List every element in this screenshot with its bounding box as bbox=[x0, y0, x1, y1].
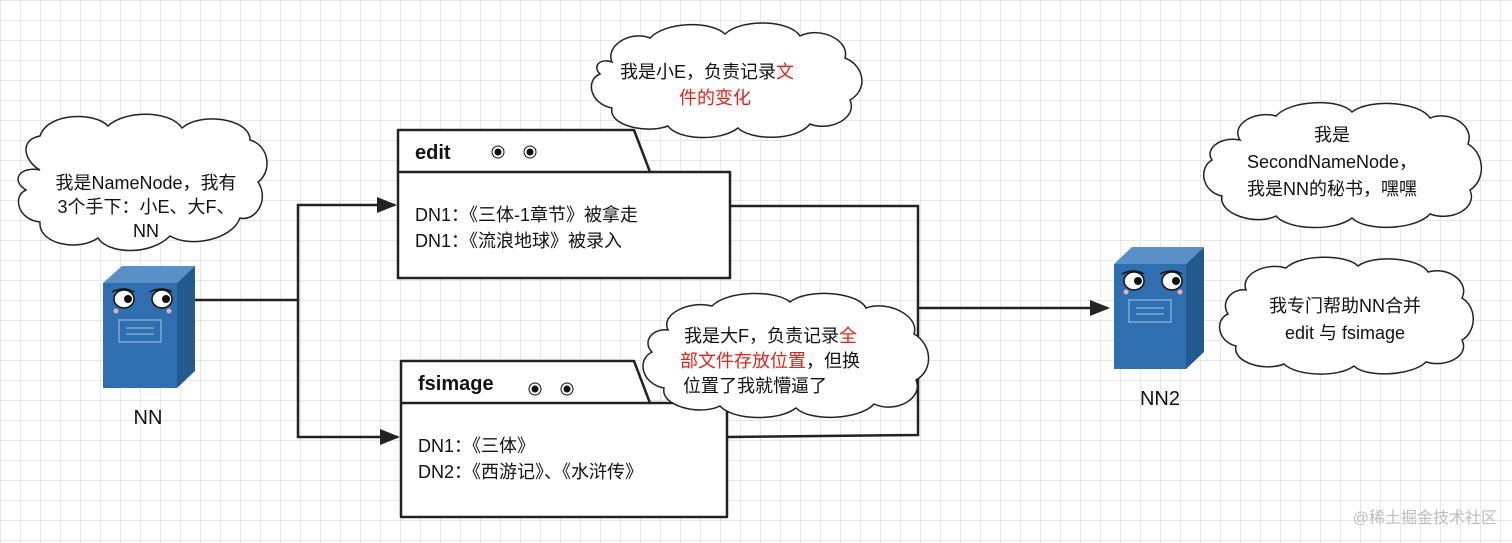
fsimage-line-2: DN2：《西游记》、《水浒传》 bbox=[418, 462, 643, 482]
secondary-intro-speech-bubble: 我是 SecondNameNode， 我是NN的秘书，嘿嘿 bbox=[1202, 102, 1483, 229]
watermark: @稀土掘金技术社区 bbox=[1353, 509, 1497, 527]
fsimage-bubble-text-red-1: 全 bbox=[839, 326, 857, 346]
folder-eyes-icon bbox=[491, 145, 537, 159]
connector-nn-trunk bbox=[195, 298, 400, 445]
edit-line-2: DN1：《流浪地球》被录入 bbox=[415, 231, 622, 251]
server-eyes-icon bbox=[1121, 270, 1183, 291]
edit-bubble-text-black: 我是小E，负责记录 bbox=[620, 62, 776, 82]
folder-eyes-icon bbox=[528, 382, 574, 396]
secondary-intro-line-1: 我是 bbox=[1314, 125, 1350, 145]
connector-folders-to-nn2 bbox=[726, 204, 1110, 439]
nn-speech-bubble: 我是NameNode，我有 3个手下：小E、大F、 NN bbox=[17, 113, 268, 252]
edit-speech-bubble: 我是小E，负责记录文 件的变化 bbox=[590, 22, 863, 139]
connector-nn-to-folders bbox=[195, 197, 400, 445]
fsimage-bubble-line-1: 我是大F，负责记录全 bbox=[684, 326, 857, 346]
fsimage-folder-title: fsimage bbox=[418, 373, 494, 395]
fsimage-folder: fsimage DN1：《三体》 DN2：《西游记》、《水浒传》 bbox=[399, 359, 729, 519]
edit-bubble-line-1: 我是小E，负责记录文 bbox=[620, 62, 794, 82]
nn-label: NN bbox=[134, 407, 163, 429]
connector-edit-out bbox=[726, 204, 920, 439]
nn-bubble-line-3: NN bbox=[133, 221, 159, 241]
edit-bubble-line-2: 件的变化 bbox=[679, 88, 751, 108]
secondary-role-line-2: edit 与 fsimage bbox=[1285, 323, 1405, 343]
fsimage-speech-bubble: 我是大F，负责记录全 部文件存放位置，但换 位置了我就懵逼了 bbox=[642, 292, 930, 419]
nn2-label: NN2 bbox=[1140, 388, 1180, 410]
fsimage-bubble-text-black-1: 我是大F，负责记录 bbox=[684, 326, 839, 346]
fsimage-line-1: DN1：《三体》 bbox=[418, 436, 535, 456]
edit-folder-title: edit bbox=[415, 142, 451, 164]
fsimage-bubble-line-2: 部文件存放位置，但换 bbox=[680, 351, 860, 371]
secondary-role-speech-bubble: 我专门帮助NN合并 edit 与 fsimage bbox=[1218, 256, 1474, 375]
secondary-intro-line-2: SecondNameNode， bbox=[1247, 152, 1417, 172]
nn2-server-icon bbox=[1114, 247, 1204, 369]
nn-server-icon bbox=[103, 266, 195, 388]
server-eyes-icon bbox=[111, 288, 173, 309]
edit-bubble-text-red: 文 bbox=[776, 62, 794, 82]
secondary-intro-line-3: 我是NN的秘书，嘿嘿 bbox=[1247, 179, 1417, 199]
connector-nn-to-edit bbox=[296, 197, 397, 300]
nn-bubble-line-2: 3个手下：小E、大F、 bbox=[57, 197, 234, 217]
fsimage-bubble-line-3: 位置了我就懵逼了 bbox=[683, 376, 827, 396]
edit-folder: edit DN1：《三体-1章节》被拿走 DN1：《流浪地球》被录入 bbox=[396, 128, 732, 280]
nn-bubble-line-1: 我是NameNode，我有 bbox=[55, 173, 236, 193]
edit-line-1: DN1：《三体-1章节》被拿走 bbox=[415, 204, 638, 225]
fsimage-bubble-text-black-2: ，但换 bbox=[806, 351, 860, 371]
secondary-role-line-1: 我专门帮助NN合并 bbox=[1269, 296, 1421, 316]
fsimage-bubble-text-red-2: 部文件存放位置 bbox=[680, 351, 806, 371]
